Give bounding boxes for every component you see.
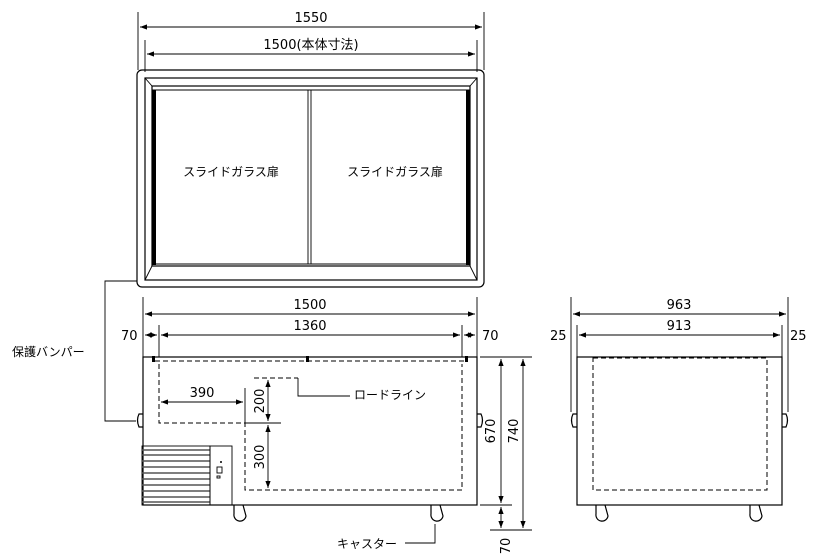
side-view: 963 913 25 25 [550,297,807,522]
dim-913: 913 [667,319,692,334]
dim-300: 300 [253,445,268,470]
dim-200: 200 [253,389,268,414]
front-view: 1500 1360 70 70 ロードライン 390 200 300 [12,280,532,555]
bumper-left [136,413,143,428]
dim-25-left: 25 [550,329,567,344]
dim-70-left: 70 [121,329,138,344]
load-line-label: ロードライン [354,388,426,402]
side-body [576,356,783,506]
dim-70-bottom: 70 [499,538,514,555]
dim-25-right: 25 [790,329,807,344]
caster-icon [595,504,609,522]
dim-1360: 1360 [293,319,326,334]
bumper-right [477,413,484,428]
dim-70-right: 70 [482,329,499,344]
dim-963: 963 [667,298,692,313]
top-view: 1550 1500(本体寸法) スライドガラス扉 スライドガラス扉 [136,11,485,288]
condenser-unit [141,445,233,506]
door-right-label: スライドガラス扉 [347,165,443,179]
dim-1550: 1550 [294,11,327,26]
dim-740: 740 [507,419,522,444]
dim-390: 390 [190,386,215,401]
control-panel [209,445,233,506]
dim-1500-body: 1500(本体寸法) [263,38,358,53]
caster-label: キャスター [337,537,397,551]
door-left-label: スライドガラス扉 [183,165,279,179]
cabinet-body [142,356,478,506]
storage-area-outline [155,360,466,491]
bumper-frame [136,69,485,288]
dim-670: 670 [484,419,499,444]
bumper-label: 保護バンパー [12,344,85,359]
caster-icon [749,504,763,522]
caster-icon [233,504,444,522]
dim-1500: 1500 [293,298,326,313]
